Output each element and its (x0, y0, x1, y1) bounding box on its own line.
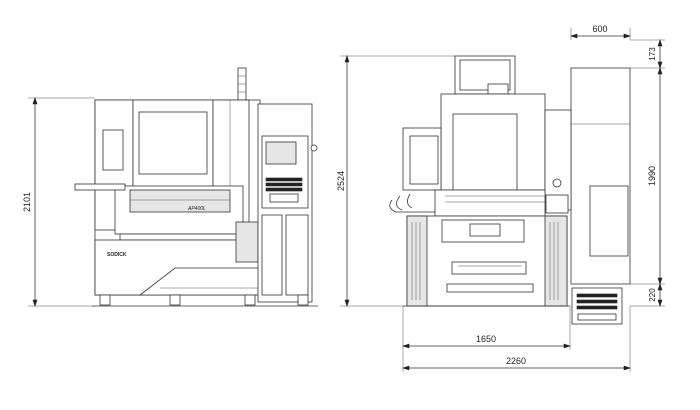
door-window (138, 111, 208, 175)
bottom-offset-label: 220 (648, 288, 657, 302)
base-stripes (411, 222, 559, 300)
front-view: 2101 AP400L SODICK (22, 67, 318, 307)
model-badge: AP400L (187, 206, 206, 212)
side-window (102, 129, 124, 171)
brand-logo: SODICK (107, 252, 127, 258)
base-width-label: 1650 (476, 334, 496, 344)
side-view: 2524 600 173 1990 220 (336, 24, 665, 372)
top-offset-label: 173 (648, 47, 657, 61)
front-height-label: 2101 (22, 192, 32, 212)
control-screen (265, 141, 297, 165)
total-width-label: 2260 (506, 356, 526, 366)
control-keys (265, 177, 303, 203)
top-width-label: 600 (592, 24, 607, 34)
work-table (451, 261, 527, 275)
side-height-label: 2524 (336, 171, 346, 191)
body-height-label: 1990 (647, 166, 657, 186)
